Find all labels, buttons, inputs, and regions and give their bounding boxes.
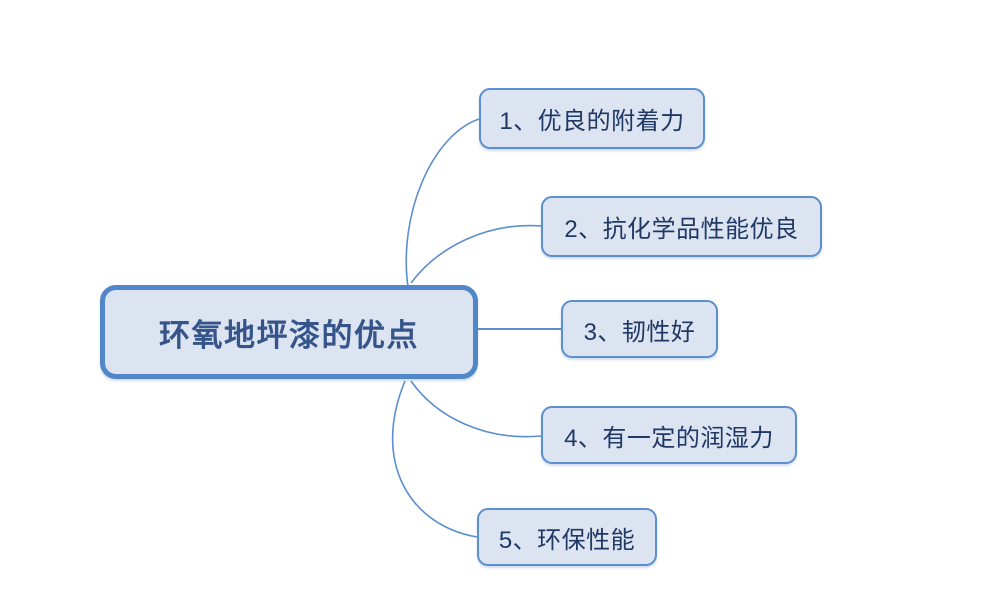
connector-to-branch-2 bbox=[410, 224, 542, 284]
branch-node-5[interactable]: 5、环保性能 bbox=[477, 508, 657, 566]
branch-node-4[interactable]: 4、有一定的润湿力 bbox=[541, 406, 797, 464]
connector-to-branch-5 bbox=[391, 380, 478, 538]
branch-node-2[interactable]: 2、抗化学品性能优良 bbox=[541, 196, 822, 257]
connector-to-branch-4 bbox=[410, 380, 542, 438]
branch-node-5-label: 5、环保性能 bbox=[498, 526, 636, 554]
branch-node-3-label: 3、韧性好 bbox=[583, 318, 696, 346]
central-node[interactable]: 环氧地坪漆的优点 bbox=[100, 285, 478, 379]
branch-node-3[interactable]: 3、韧性好 bbox=[561, 300, 718, 358]
connector-to-branch-1 bbox=[405, 118, 480, 288]
branch-node-1-label: 1、优良的附着力 bbox=[499, 108, 685, 135]
branch-node-2-label: 2、抗化学品性能优良 bbox=[564, 216, 799, 243]
central-node-label: 环氧地坪漆的优点 bbox=[159, 317, 419, 353]
branch-node-4-label: 4、有一定的润湿力 bbox=[564, 424, 774, 452]
branch-node-1[interactable]: 1、优良的附着力 bbox=[479, 88, 705, 149]
